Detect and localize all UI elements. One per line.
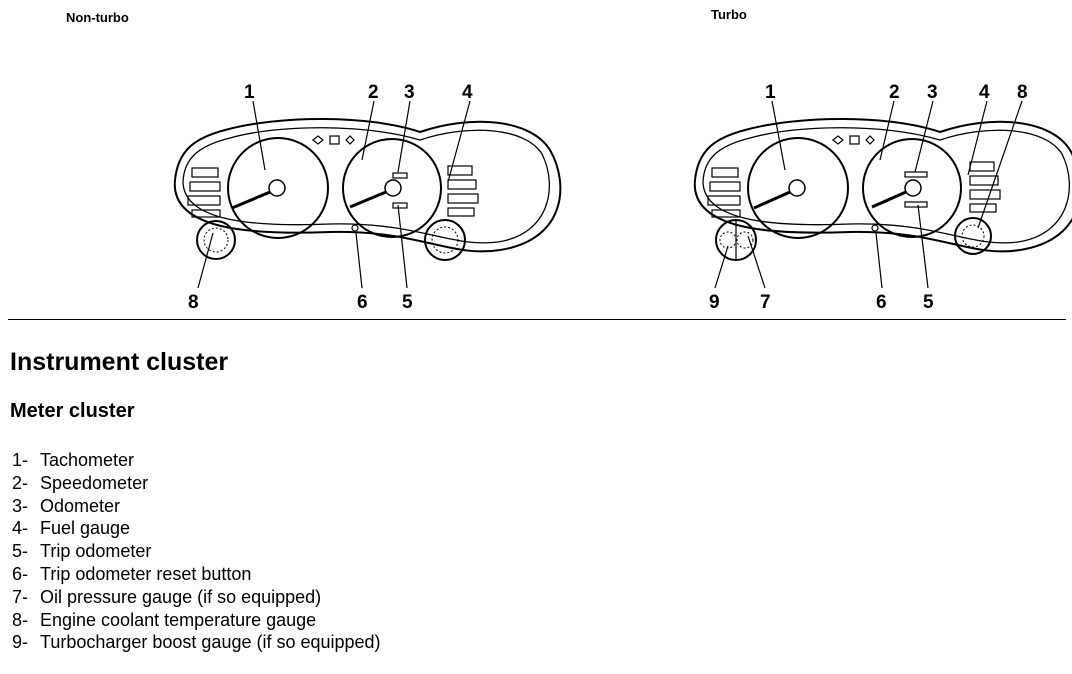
legend-list: 1-Tachometer 2-Speedometer 3-Odometer 4-… (12, 449, 381, 654)
turbo-label: Turbo (711, 7, 747, 22)
callout-3: 3 (404, 82, 415, 103)
fuel-gauge (424, 219, 466, 261)
turbo-callout-8: 8 (1017, 82, 1028, 103)
legend-item: 6-Trip odometer reset button (12, 563, 252, 584)
legend-item: 7-Oil pressure gauge (if so equipped) (12, 586, 322, 607)
legend-item: 3-Odometer (12, 495, 121, 516)
legend-item: 4-Fuel gauge (12, 518, 131, 539)
coolant-temp-gauge (196, 220, 236, 260)
turbo-coolant-gauge (954, 217, 992, 255)
legend-item: 9-Turbocharger boost gauge (if so equipp… (12, 632, 381, 653)
turbo-speedometer-dial (862, 138, 962, 238)
callout-4: 4 (462, 82, 473, 103)
legend-item: 2-Speedometer (12, 472, 149, 493)
callout-6: 6 (357, 292, 368, 313)
callout-8: 8 (188, 292, 199, 313)
callout-5: 5 (402, 292, 413, 313)
legend-item: 8-Engine coolant temperature gauge (12, 609, 317, 630)
turbo-tachometer-dial (747, 137, 849, 239)
tachometer-dial (227, 137, 329, 239)
section-subtitle: Meter cluster (10, 400, 135, 422)
non-turbo-cluster (173, 117, 562, 261)
turbo-callout-9: 9 (709, 292, 720, 313)
legend-item: 5-Trip odometer (12, 541, 152, 562)
speedometer-dial (342, 138, 442, 238)
turbo-callout-6: 6 (876, 292, 887, 313)
turbo-callout-1: 1 (765, 82, 776, 103)
non-turbo-label: Non-turbo (66, 10, 129, 25)
legend-item: 1-Tachometer (12, 450, 135, 470)
section-divider (8, 319, 1066, 320)
turbo-callout-3: 3 (927, 82, 938, 103)
turbo-callout-2: 2 (889, 82, 900, 103)
section-title: Instrument cluster (10, 348, 229, 376)
callout-1: 1 (244, 82, 255, 103)
callout-2: 2 (368, 82, 379, 103)
turbo-callout-7: 7 (760, 292, 771, 313)
instrument-cluster-diagrams: 1 2 3 4 8 6 5 (173, 82, 1072, 313)
turbo-callout-5: 5 (923, 292, 934, 313)
turbo-callout-4: 4 (979, 82, 990, 103)
turbo-cluster (693, 117, 1072, 261)
